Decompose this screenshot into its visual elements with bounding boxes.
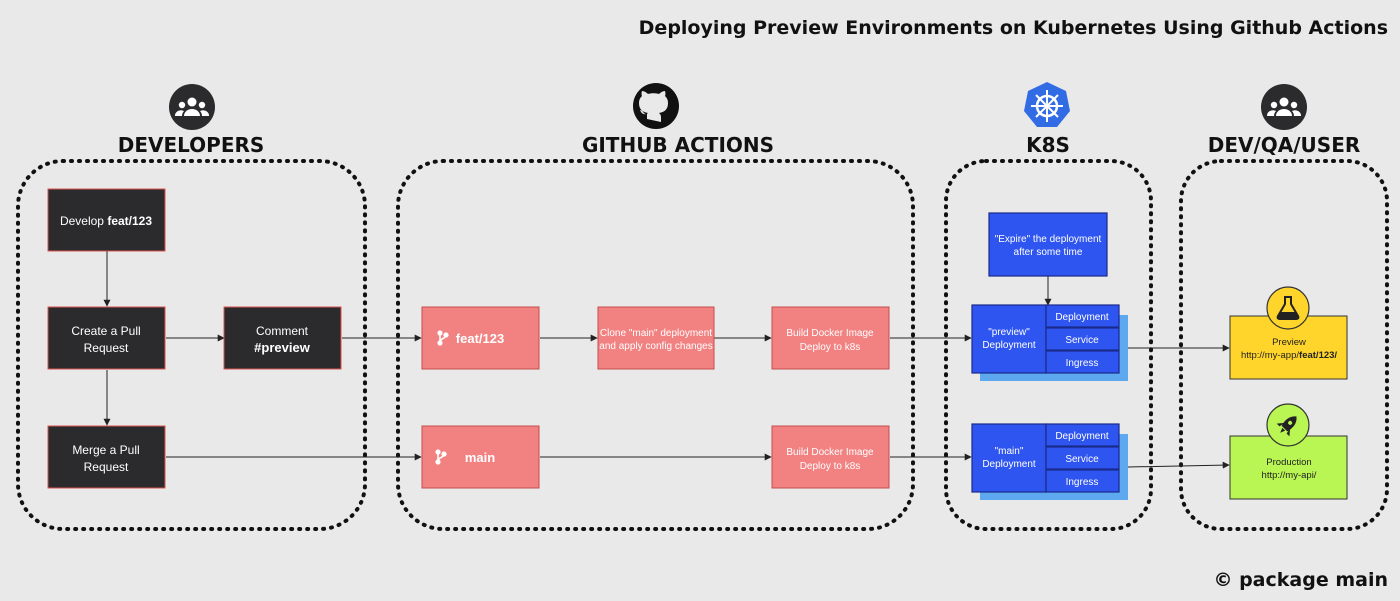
comment-line2: #preview <box>254 340 311 355</box>
node-build-main: Build Docker Image Deploy to k8s <box>771 425 890 489</box>
svg-text:http://my-app/feat/123/: http://my-app/feat/123/ <box>1241 350 1337 361</box>
node-create-pull-request: Create a Pull Request <box>47 306 166 370</box>
main-part-ingress: Ingress <box>1066 477 1099 488</box>
rocket-icon <box>1266 403 1310 447</box>
expire-line2: after some time <box>1014 247 1083 258</box>
develop-label: Develop <box>60 214 107 228</box>
svg-text:Develop feat/123: Develop feat/123 <box>60 214 152 228</box>
preview-part-deployment: Deployment <box>1055 312 1109 323</box>
build-main-line2: Deploy to k8s <box>800 461 861 472</box>
production-env-label: Production <box>1266 457 1311 468</box>
branch-feat-label: feat/123 <box>456 331 504 346</box>
git-branch-icon <box>437 330 449 346</box>
node-expire: "Expire" the deployment after some time <box>988 212 1108 277</box>
dev-qa-user-lane <box>1179 159 1389 531</box>
node-build-preview: Build Docker Image Deploy to k8s <box>771 306 890 370</box>
copyright: © package main <box>1213 569 1388 591</box>
node-branch-main: main <box>421 425 540 489</box>
branch-main-label: main <box>465 450 495 465</box>
lane-title-dev-qa-user: DEV/QA/USER <box>1208 133 1361 157</box>
build-preview-line1: Build Docker Image <box>786 328 874 339</box>
diagram-title: Deploying Preview Environments on Kubern… <box>639 17 1388 39</box>
flask-icon <box>1266 286 1310 330</box>
main-part-service: Service <box>1065 454 1099 465</box>
lane-title-github-actions: GITHUB ACTIONS <box>582 133 774 157</box>
github-actions-lane <box>396 159 915 531</box>
build-main-line1: Build Docker Image <box>786 447 874 458</box>
preview-part-service: Service <box>1065 335 1099 346</box>
build-preview-line2: Deploy to k8s <box>800 342 861 353</box>
kubernetes-icon <box>1024 82 1070 127</box>
preview-part-ingress: Ingress <box>1066 358 1099 369</box>
production-env-url: http://my-api/ <box>1262 470 1317 481</box>
preview-deployment-line1: "preview" <box>988 327 1030 338</box>
merge-pr-line1: Merge a Pull <box>72 443 139 457</box>
lane-title-k8s: K8S <box>1026 133 1070 157</box>
develop-branch: feat/123 <box>107 214 152 228</box>
main-deployment-line1: "main" <box>995 446 1024 457</box>
preview-env-url-bold: feat/123/ <box>1299 350 1337 361</box>
comment-line1: Comment <box>256 324 309 338</box>
main-part-deployment: Deployment <box>1055 431 1109 442</box>
arrow-main-to-production <box>1127 461 1230 469</box>
developers-lane <box>16 159 367 531</box>
create-pr-line2: Request <box>84 341 129 355</box>
node-branch-feat: feat/123 <box>421 306 540 370</box>
node-main-deployment: "main" Deployment Deployment Service Ing… <box>971 423 1128 500</box>
clone-line2: and apply config changes <box>599 341 712 352</box>
node-develop: Develop feat/123 <box>47 188 166 252</box>
node-preview-deployment: "preview" Deployment Deployment Service … <box>971 304 1128 381</box>
preview-env-label: Preview <box>1272 337 1306 348</box>
preview-env-url-prefix: http://my-app/ <box>1241 350 1299 361</box>
k8s-lane <box>944 159 1153 531</box>
node-comment-preview: Comment #preview <box>223 306 342 370</box>
node-preview-env: Preview http://my-app/feat/123/ <box>1229 315 1348 380</box>
people-icon <box>1261 84 1307 130</box>
expire-line1: "Expire" the deployment <box>995 234 1102 245</box>
node-clone-deployment: Clone "main" deployment and apply config… <box>597 306 715 370</box>
clone-line1: Clone "main" deployment <box>600 328 712 339</box>
merge-pr-line2: Request <box>84 460 129 474</box>
main-deployment-line2: Deployment <box>982 459 1036 470</box>
github-icon <box>633 83 679 129</box>
git-branch-icon <box>435 449 447 465</box>
people-icon <box>169 84 215 130</box>
create-pr-line1: Create a Pull <box>71 324 140 338</box>
preview-deployment-line2: Deployment <box>982 340 1036 351</box>
lane-title-developers: DEVELOPERS <box>118 133 265 157</box>
node-merge-pull-request: Merge a Pull Request <box>47 425 166 489</box>
